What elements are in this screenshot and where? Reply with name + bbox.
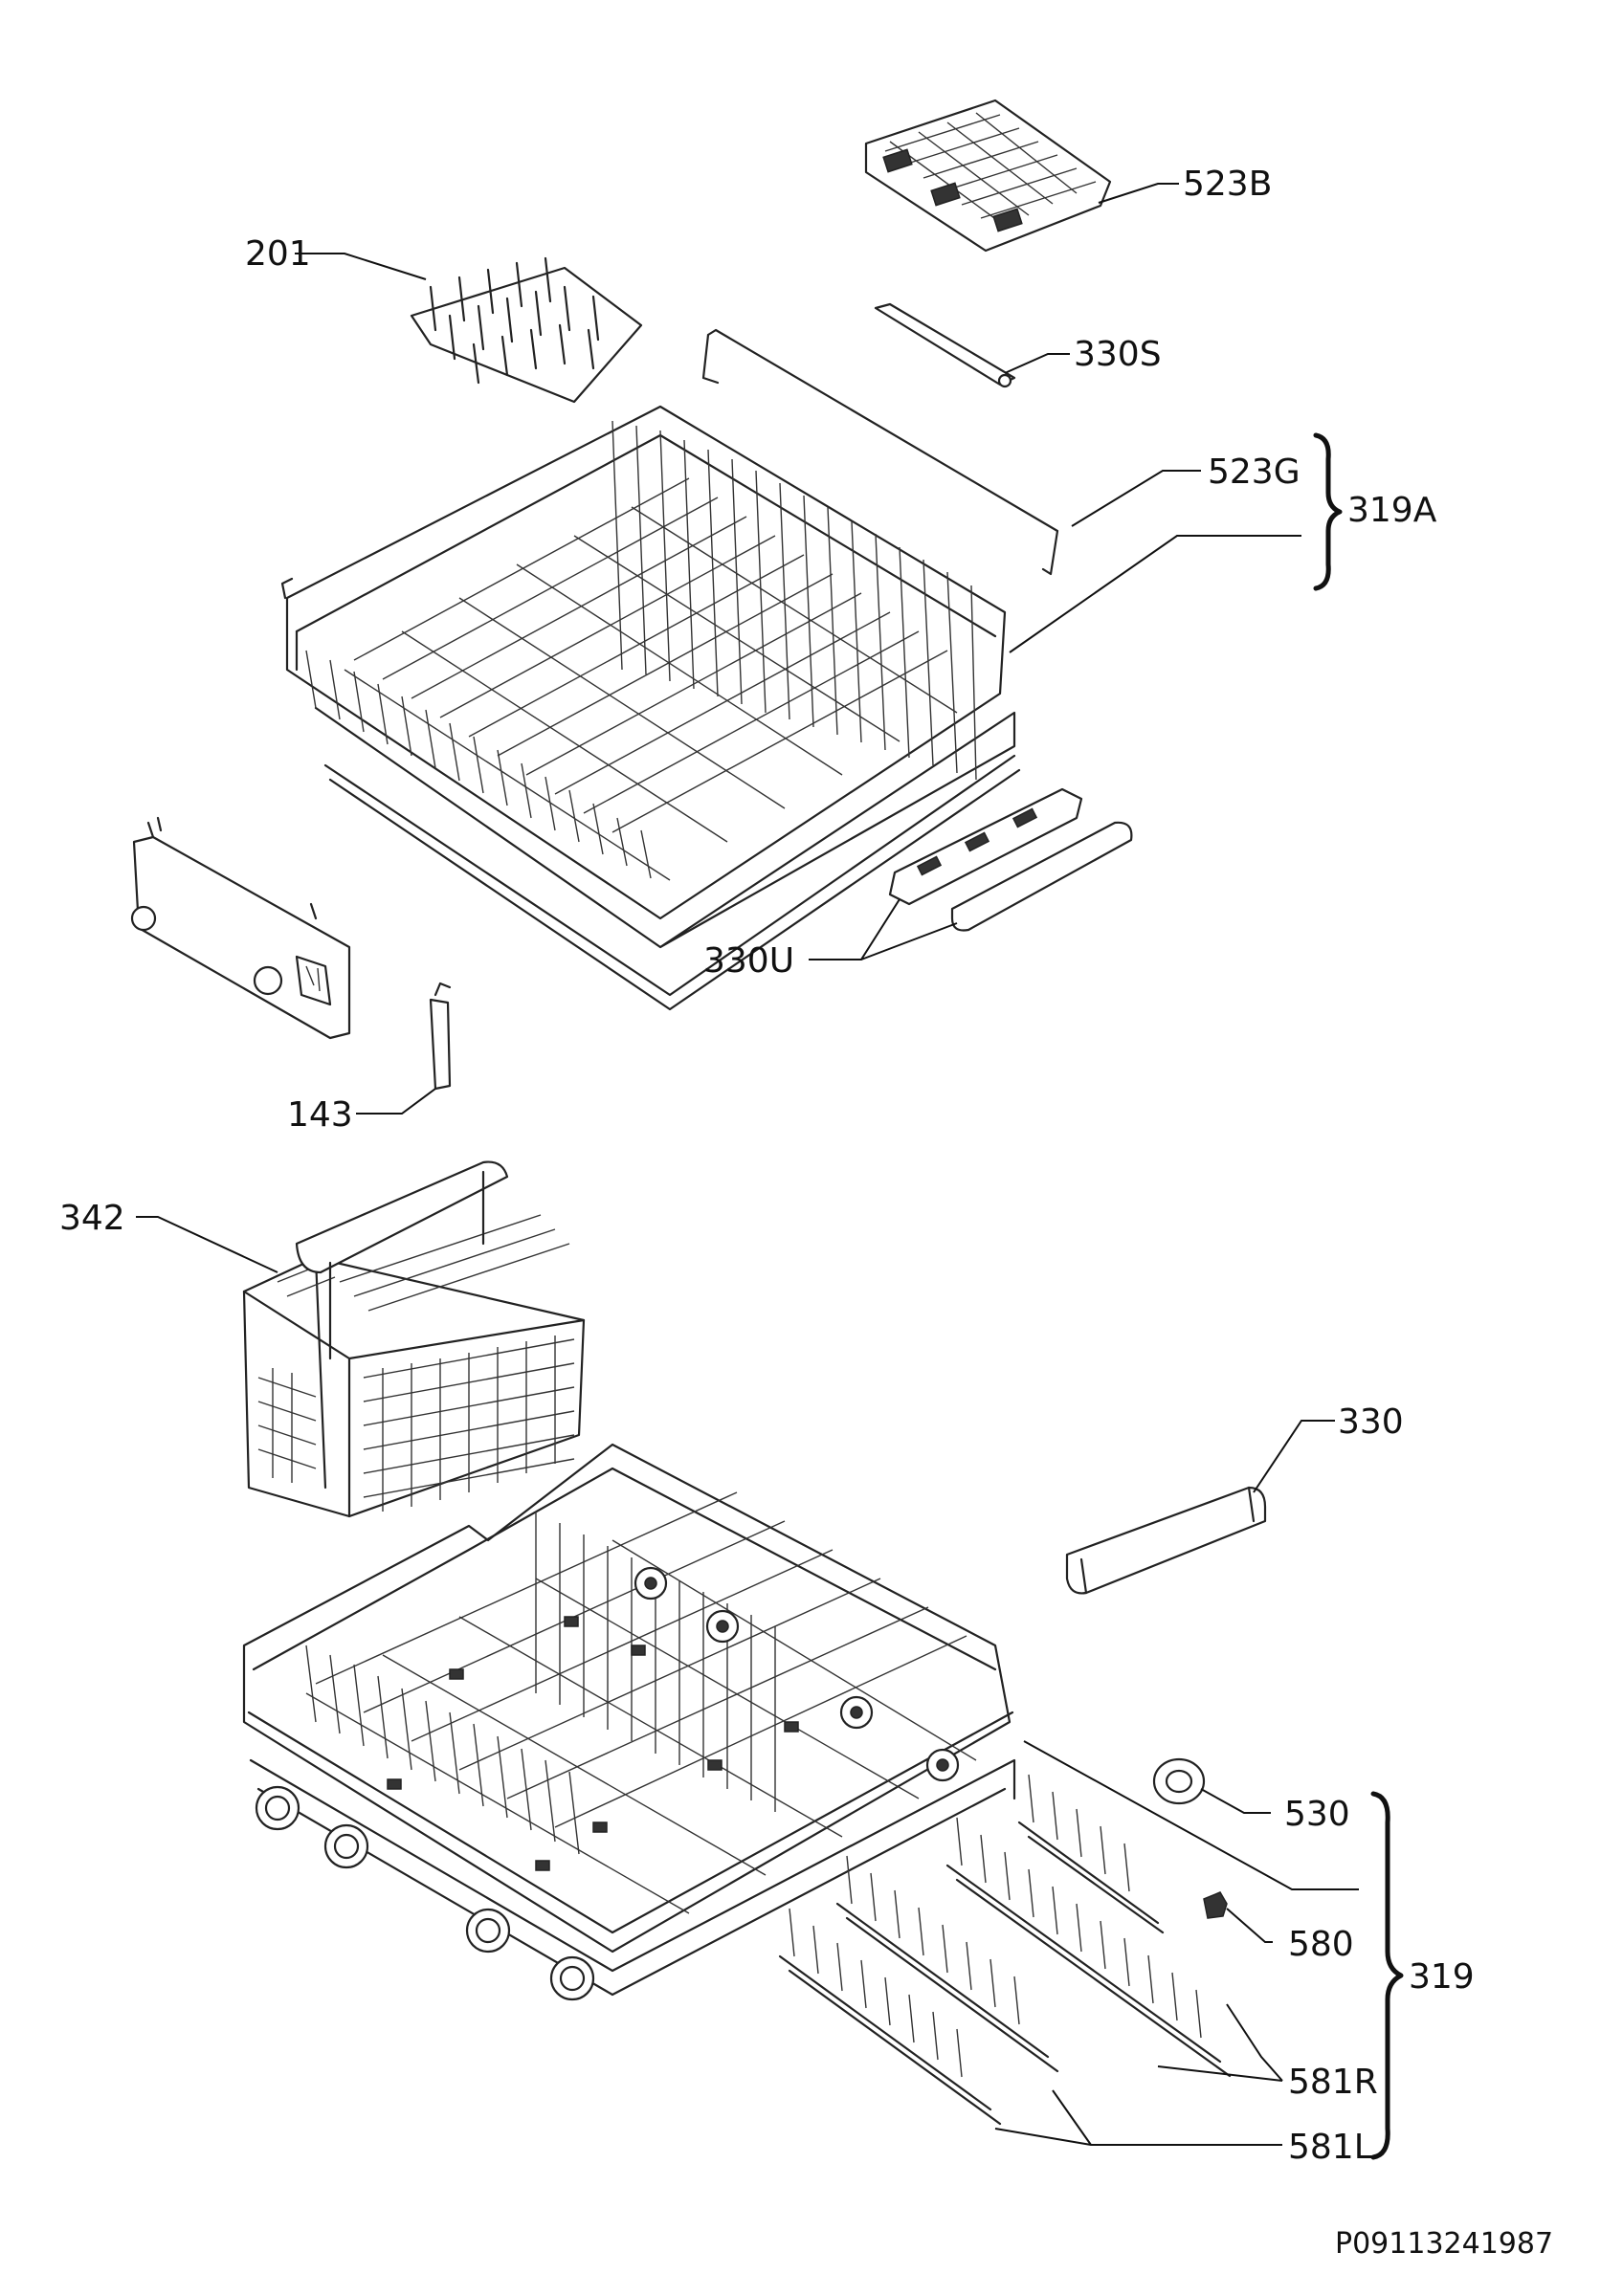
label-319A: 319A <box>1347 491 1437 530</box>
part-580-clip <box>1203 1891 1228 1919</box>
label-201: 201 <box>245 234 311 274</box>
leader-523B <box>1098 183 1179 204</box>
brace-319A <box>1313 432 1343 591</box>
part-342-cutlery-basket <box>242 1160 586 1518</box>
part-201-tine-insert <box>410 256 643 404</box>
part-581L-tine-row <box>778 1855 1059 2126</box>
part-530-wheel <box>1152 1757 1206 1805</box>
label-530: 530 <box>1284 1795 1350 1834</box>
label-330S: 330S <box>1074 335 1162 374</box>
leader-581R <box>1157 2003 1283 2082</box>
label-330U: 330U <box>703 941 794 981</box>
part-330U-rails <box>888 787 1133 932</box>
leader-330S <box>1004 353 1070 374</box>
upper-basket <box>280 405 1021 1011</box>
leader-201 <box>295 253 427 280</box>
label-581L: 581L <box>1288 2128 1373 2167</box>
leader-330U <box>809 898 958 960</box>
leader-319-basket <box>1023 1740 1359 1890</box>
part-523B-cup-shelf <box>864 99 1112 253</box>
leader-523G <box>1071 470 1201 527</box>
label-580: 580 <box>1288 1925 1354 1964</box>
part-523G-fold-wire <box>701 328 1059 576</box>
part-143-height-adjuster <box>130 816 452 1091</box>
drawing-code: P09113241987 <box>1335 2227 1553 2261</box>
leader-581L <box>994 2089 1282 2146</box>
label-523G: 523G <box>1208 453 1301 492</box>
label-319: 319 <box>1409 1957 1475 1997</box>
leader-342 <box>136 1216 278 1273</box>
label-330: 330 <box>1338 1402 1404 1442</box>
brace-319 <box>1370 1791 1404 2160</box>
label-581R: 581R <box>1288 2063 1378 2102</box>
part-581R-tine-row <box>945 1774 1232 2078</box>
label-143: 143 <box>287 1095 353 1135</box>
leader-143 <box>356 1088 436 1115</box>
lower-basket <box>242 1443 1016 2001</box>
label-342: 342 <box>59 1199 125 1238</box>
label-523B: 523B <box>1183 165 1272 204</box>
part-330-rail-cover <box>1065 1486 1267 1595</box>
leader-330 <box>1253 1420 1335 1493</box>
leader-319A-basket <box>1009 535 1301 653</box>
leader-580 <box>1226 1908 1273 1943</box>
part-330S-rail <box>874 302 1016 388</box>
leader-530 <box>1200 1788 1271 1814</box>
